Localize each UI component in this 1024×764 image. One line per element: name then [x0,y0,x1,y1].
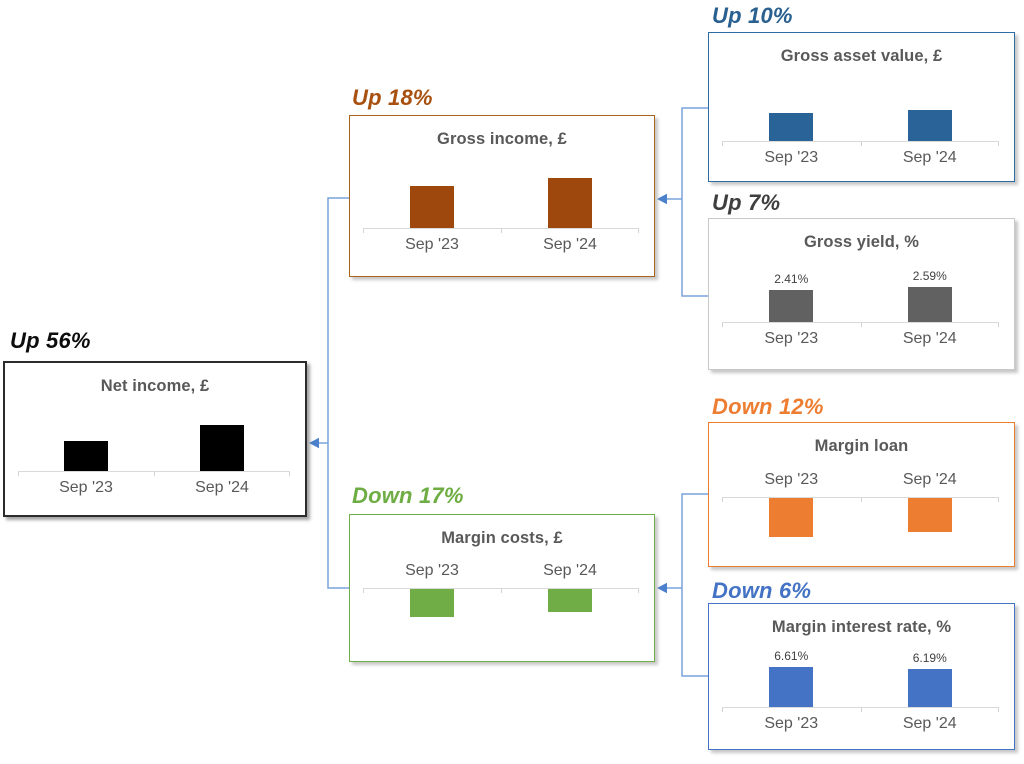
node-gross-asset-value: Gross asset value, £ Sep '23 Sep '24 [708,32,1015,182]
category-label: Sep '24 [902,149,957,166]
bar-sep-23 [769,667,814,707]
bar-sep-24 [907,669,952,707]
data-label-sep-23: 6.61% [774,649,809,663]
bar-sep-23 [769,290,814,322]
chart-title: Gross income, £ [437,130,567,148]
chart-title: Net income, £ [100,377,210,395]
x-axis [722,141,999,146]
change-label-net-income: Up 56% [10,328,91,353]
x-axis [722,322,999,327]
chart-title: Gross yield, % [803,233,920,251]
chart-title: Margin loan [814,437,909,455]
bar-sep-24 [907,287,952,322]
bar-sep-23 [769,498,814,537]
bar-sep-23 [410,186,454,228]
category-label: Sep '23 [764,149,819,166]
bar-sep-24 [907,498,952,532]
change-label-gross-income: Up 18% [352,85,433,110]
category-label: Sep '23 [59,479,113,496]
x-axis [722,707,999,712]
category-label: Sep '23 [764,471,819,488]
category-label: Sep '23 [764,330,819,347]
x-axis [363,228,639,233]
chart-title: Margin costs, £ [441,529,563,547]
bar-sep-23 [64,441,108,471]
change-label-margin-costs: Down 17% [352,483,464,508]
arrow-to-margin-costs [657,582,667,594]
node-margin-loan: Margin loan Sep '23 Sep '24 [708,422,1015,567]
node-margin-interest-rate: Margin interest rate, % 6.61% 6.19% Sep … [708,603,1015,750]
change-label-margin-interest-rate: Down 6% [712,578,812,603]
change-label-gross-yield: Up 7% [712,190,781,215]
data-label-sep-23: 2.41% [774,272,809,286]
node-gross-income: Gross income, £ Sep '23 Sep '24 [349,115,655,277]
bar-sep-24 [907,110,952,141]
category-label: Sep '24 [902,471,957,488]
node-gross-yield: Gross yield, % 2.41% 2.59% Sep '23 Sep '… [708,218,1015,370]
chart-title: Gross asset value, £ [780,47,943,65]
node-margin-costs: Margin costs, £ Sep '23 Sep '24 [349,514,655,662]
bar-sep-24 [200,425,244,471]
category-label: Sep '24 [902,330,957,347]
category-label: Sep '24 [543,236,597,253]
arrow-to-net-income [309,437,319,449]
arrow-to-gross-income [657,193,667,205]
category-label: Sep '23 [405,236,459,253]
bar-sep-24 [548,178,592,228]
bar-sep-24 [548,589,592,612]
node-net-income: Net income, £ Sep '23 Sep '24 [3,361,307,517]
x-axis [722,497,999,502]
category-label: Sep '23 [764,715,819,732]
x-axis [18,471,290,476]
data-label-sep-24: 6.19% [912,651,947,665]
category-label: Sep '24 [195,479,249,496]
x-axis [363,588,639,593]
change-label-margin-loan: Down 12% [712,394,824,419]
category-label: Sep '24 [543,562,597,579]
category-label: Sep '24 [902,715,957,732]
chart-title: Margin interest rate, % [771,618,952,636]
change-label-gross-asset-value: Up 10% [712,3,793,28]
category-label: Sep '23 [405,562,459,579]
bar-sep-23 [410,589,454,617]
bar-sep-23 [769,113,814,141]
data-label-sep-24: 2.59% [912,269,947,283]
